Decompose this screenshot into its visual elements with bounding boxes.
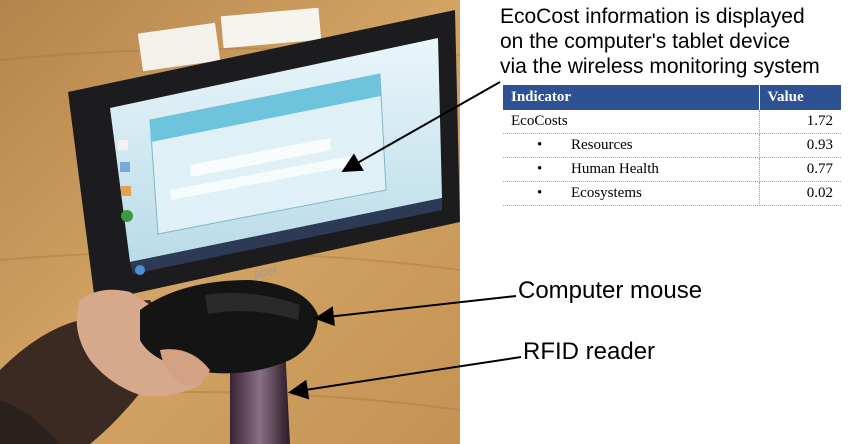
indicator-column-header: Indicator <box>503 85 760 110</box>
bullet-icon: • <box>537 137 543 153</box>
indicator-cell: • Ecosystems <box>503 181 760 206</box>
ecocost-indicator-table: Indicator Value EcoCosts 1.72 • Resources… <box>503 85 841 206</box>
indicator-value: 0.02 <box>759 181 841 206</box>
rfid-reader-label: RFID reader <box>523 338 656 365</box>
table-row-ecosystems: • Ecosystems 0.02 <box>503 181 841 206</box>
indicator-value: 0.77 <box>759 157 841 182</box>
indicator-cell: • Human Health <box>503 157 760 182</box>
indicator-value: 0.93 <box>759 133 841 158</box>
bezel-brand-text: acer <box>253 262 279 281</box>
indicator-value: 1.72 <box>759 109 841 134</box>
mouse-arrow <box>314 295 517 327</box>
indicator-label: EcoCosts <box>503 109 760 134</box>
computer-mouse-label: Computer mouse <box>518 277 703 304</box>
table-row-resources: • Resources 0.93 <box>503 133 841 158</box>
table-row-ecocosts: EcoCosts 1.72 <box>503 109 841 134</box>
indicator-label: Resources <box>571 137 633 153</box>
table-header-row: Indicator Value <box>503 85 841 110</box>
tablet-arrow <box>341 81 501 172</box>
table-row-human-health: • Human Health 0.77 <box>503 157 841 182</box>
indicator-label: Ecosystems <box>571 185 642 201</box>
indicator-label: Human Health <box>571 161 659 177</box>
indicator-cell: • Resources <box>503 133 760 158</box>
photo-tablet-and-reader: acer <box>0 0 460 444</box>
bullet-icon: • <box>537 161 543 177</box>
rfid-arrow <box>288 356 522 400</box>
value-column-header: Value <box>759 85 841 110</box>
tablet-callout-text: EcoCost information is displayed on the … <box>500 5 820 78</box>
bullet-icon: • <box>537 185 543 201</box>
